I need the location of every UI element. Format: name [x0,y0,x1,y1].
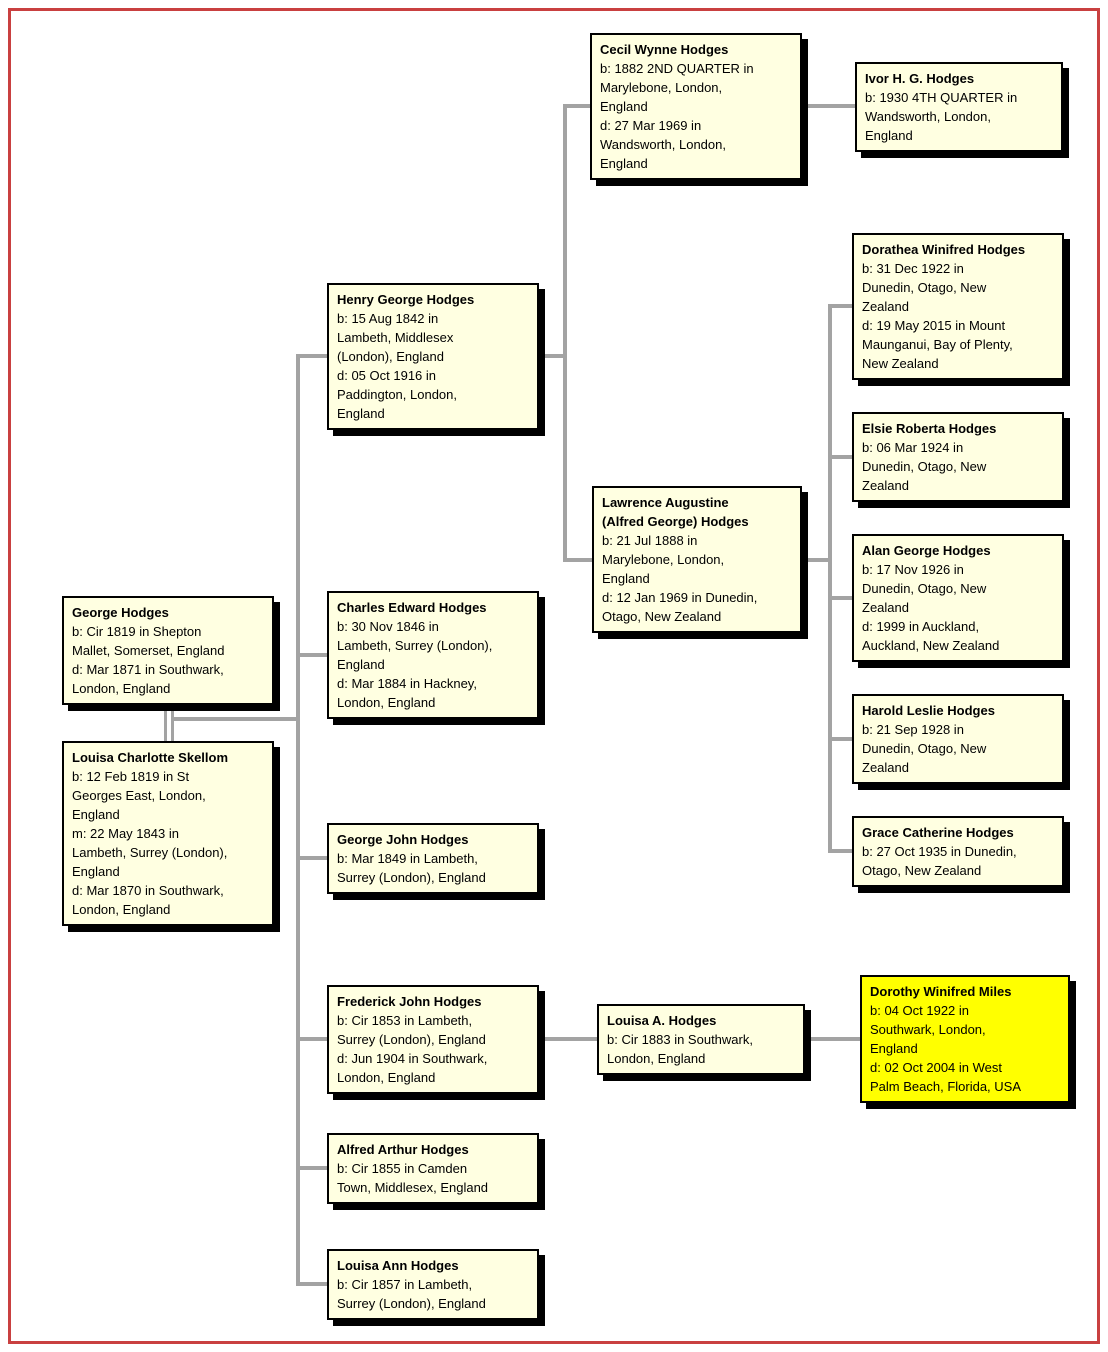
person-box-louisa-charlotte-skellom[interactable]: Louisa Charlotte Skellom b: 12 Feb 1819 … [62,741,274,926]
connector-stub-frederick [296,1037,327,1041]
person-birth: b: 1882 2ND QUARTER in Marylebone, Londo… [600,61,754,114]
person-birth: b: Cir 1857 in Lambeth, Surrey (London),… [337,1277,486,1311]
connector-marriage-line-left [164,705,167,741]
person-death: d: 05 Oct 1916 in Paddington, London, En… [337,368,457,421]
person-death: d: 1999 in Auckland, Auckland, New Zeala… [862,619,1000,653]
person-box-henry-george-hodges[interactable]: Henry George Hodges b: 15 Aug 1842 in La… [327,283,539,430]
person-death: d: 12 Jan 1969 in Dunedin, Otago, New Ze… [602,590,758,624]
person-death: d: 19 May 2015 in Mount Maunganui, Bay o… [862,318,1013,371]
person-name: Henry George Hodges [337,292,475,307]
connector-trunk-henry-children [563,104,567,562]
connector-frederick-to-louisa-a [539,1037,597,1041]
connector-stub-henry [296,354,327,358]
person-box-grace-catherine-hodges[interactable]: Grace Catherine Hodges b: 27 Oct 1935 in… [852,816,1064,887]
person-name: Dorothy Winifred Miles [870,984,1012,999]
connector-marriage-line-right [171,705,174,741]
person-box-lawrence-augustine-hodges[interactable]: Lawrence Augustine (Alfred George) Hodge… [592,486,802,633]
person-name: Grace Catherine Hodges [862,825,1014,840]
person-birth: b: Cir 1819 in Shepton Mallet, Somerset,… [72,624,225,658]
person-birth: b: 04 Oct 1922 in Southwark, London, Eng… [870,1003,986,1056]
person-birth: b: 1930 4TH QUARTER in Wandsworth, Londo… [865,90,1018,143]
connector-marriage-to-children [174,717,300,721]
connector-stub-grace [828,849,852,853]
person-name: Alan George Hodges [862,543,991,558]
person-birth: b: 17 Nov 1926 in Dunedin, Otago, New Ze… [862,562,987,615]
person-name: Alfred Arthur Hodges [337,1142,469,1157]
connector-stub-alan [828,596,852,600]
person-birth: b: Cir 1883 in Southwark, London, Englan… [607,1032,753,1066]
person-marriage: m: 22 May 1843 in Lambeth, Surrey (Londo… [72,826,228,879]
person-birth: b: 31 Dec 1922 in Dunedin, Otago, New Ze… [862,261,987,314]
person-death: d: 02 Oct 2004 in West Palm Beach, Flori… [870,1060,1022,1094]
connector-stub-dorathea [828,304,852,308]
person-box-louisa-ann-hodges[interactable]: Louisa Ann Hodges b: Cir 1857 in Lambeth… [327,1249,539,1320]
person-box-cecil-wynne-hodges[interactable]: Cecil Wynne Hodges b: 1882 2ND QUARTER i… [590,33,802,180]
person-death: d: 27 Mar 1969 in Wandsworth, London, En… [600,118,726,171]
connector-stub-harold [828,737,852,741]
person-birth: b: Mar 1849 in Lambeth, Surrey (London),… [337,851,486,885]
person-box-frederick-john-hodges[interactable]: Frederick John Hodges b: Cir 1853 in Lam… [327,985,539,1094]
person-name: Charles Edward Hodges [337,600,487,615]
person-name: Frederick John Hodges [337,994,482,1009]
connector-lawrence-to-trunk [802,558,832,562]
person-name: Ivor H. G. Hodges [865,71,975,86]
person-name: Harold Leslie Hodges [862,703,995,718]
person-death: d: Mar 1870 in Southwark, London, Englan… [72,883,224,917]
person-box-alan-george-hodges[interactable]: Alan George Hodges b: 17 Nov 1926 in Dun… [852,534,1064,662]
connector-stub-lawrence [563,558,592,562]
person-name: Lawrence Augustine (Alfred George) Hodge… [602,495,749,529]
person-box-dorathea-winifred-hodges[interactable]: Dorathea Winifred Hodges b: 31 Dec 1922 … [852,233,1064,380]
person-death: d: Mar 1884 in Hackney, London, England [337,676,477,710]
person-name: Dorathea Winifred Hodges [862,242,1026,257]
person-box-alfred-arthur-hodges[interactable]: Alfred Arthur Hodges b: Cir 1855 in Camd… [327,1133,539,1204]
connector-stub-cecil [563,104,590,108]
connector-trunk-lawrence-children [828,304,832,853]
person-name: George Hodges [72,605,169,620]
person-box-elsie-roberta-hodges[interactable]: Elsie Roberta Hodges b: 06 Mar 1924 in D… [852,412,1064,502]
person-box-charles-edward-hodges[interactable]: Charles Edward Hodges b: 30 Nov 1846 in … [327,591,539,719]
connector-stub-charles [296,653,327,657]
person-name: Louisa Ann Hodges [337,1258,459,1273]
connector-louisa-a-to-dorothy [805,1037,860,1041]
person-birth: b: 21 Jul 1888 in Marylebone, London, En… [602,533,725,586]
connector-stub-elsie [828,455,852,459]
person-death: d: Jun 1904 in Southwark, London, Englan… [337,1051,488,1085]
person-birth: b: 12 Feb 1819 in St Georges East, Londo… [72,769,206,822]
person-birth: b: Cir 1853 in Lambeth, Surrey (London),… [337,1013,486,1047]
person-birth: b: 30 Nov 1846 in Lambeth, Surrey (Londo… [337,619,493,672]
person-birth: b: Cir 1855 in Camden Town, Middlesex, E… [337,1161,489,1195]
connector-trunk-george-children [296,354,300,1286]
person-name: Elsie Roberta Hodges [862,421,997,436]
person-birth: b: 15 Aug 1842 in Lambeth, Middlesex (Lo… [337,311,454,364]
person-name: Cecil Wynne Hodges [600,42,729,57]
person-birth: b: 27 Oct 1935 in Dunedin, Otago, New Ze… [862,844,1017,878]
connector-cecil-to-ivor [802,104,855,108]
person-name: Louisa A. Hodges [607,1013,717,1028]
person-box-george-john-hodges[interactable]: George John Hodges b: Mar 1849 in Lambet… [327,823,539,894]
connector-stub-george-john [296,856,327,860]
person-box-dorothy-winifred-miles[interactable]: Dorothy Winifred Miles b: 04 Oct 1922 in… [860,975,1070,1103]
person-box-george-hodges[interactable]: George Hodges b: Cir 1819 in Shepton Mal… [62,596,274,705]
person-name: George John Hodges [337,832,469,847]
person-box-louisa-a-hodges[interactable]: Louisa A. Hodges b: Cir 1883 in Southwar… [597,1004,805,1075]
connector-stub-alfred [296,1166,327,1170]
person-box-harold-leslie-hodges[interactable]: Harold Leslie Hodges b: 21 Sep 1928 in D… [852,694,1064,784]
connector-henry-to-trunk [539,354,567,358]
person-birth: b: 21 Sep 1928 in Dunedin, Otago, New Ze… [862,722,987,775]
person-box-ivor-h-g-hodges[interactable]: Ivor H. G. Hodges b: 1930 4TH QUARTER in… [855,62,1063,152]
person-birth: b: 06 Mar 1924 in Dunedin, Otago, New Ze… [862,440,987,493]
person-name: Louisa Charlotte Skellom [72,750,229,765]
connector-stub-louisa-ann [296,1282,327,1286]
person-death: d: Mar 1871 in Southwark, London, Englan… [72,662,224,696]
